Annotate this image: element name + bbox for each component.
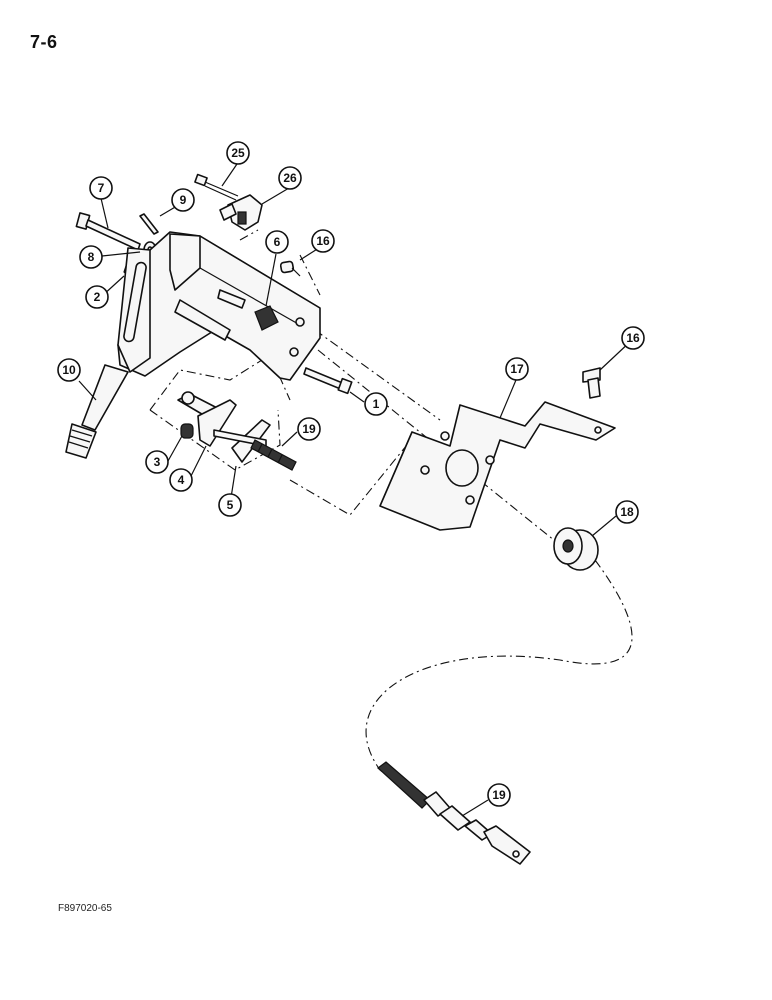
- callout-label: 10: [62, 363, 76, 377]
- callout-10: 10: [57, 358, 81, 382]
- bolt-1: [303, 367, 353, 395]
- callout-9: 9: [171, 188, 195, 212]
- callout-label: 18: [620, 505, 634, 519]
- figure-code: F897020-65: [58, 903, 112, 914]
- callout-label: 7: [98, 181, 105, 195]
- callout-label: 16: [316, 234, 330, 248]
- callout-16-right: 16: [621, 326, 645, 350]
- callout-label: 16: [626, 331, 640, 345]
- callout-26: 26: [278, 166, 302, 190]
- callout-label: 19: [492, 788, 506, 802]
- callout-label: 9: [180, 193, 187, 207]
- grommet-18: [553, 527, 599, 571]
- callout-label: 2: [94, 290, 101, 304]
- callout-19-lower: 19: [487, 783, 511, 807]
- callout-25: 25: [226, 141, 250, 165]
- callout-6: 6: [265, 230, 289, 254]
- callout-label: 1: [373, 397, 380, 411]
- shift-lever-assembly: [65, 231, 321, 459]
- callouts: 25 26 7 9 6 16 8 2 10 1 16 17 19 3 4: [57, 141, 645, 807]
- callout-16: 16: [311, 229, 335, 253]
- callout-label: 26: [283, 171, 297, 185]
- callout-3: 3: [145, 450, 169, 474]
- callout-7: 7: [89, 176, 113, 200]
- cable-19-lower: [377, 761, 531, 865]
- callout-label: 25: [231, 146, 245, 160]
- callout-label: 3: [154, 455, 161, 469]
- cable-19-upper: [250, 439, 297, 471]
- knurled-grip: [68, 429, 93, 449]
- callout-17: 17: [505, 357, 529, 381]
- linkage-assembly: [177, 391, 271, 463]
- spacer-6: [217, 289, 279, 331]
- page-number: 7-6: [30, 32, 58, 52]
- callout-4: 4: [169, 468, 193, 492]
- callout-19-upper: 19: [297, 417, 321, 441]
- callout-label: 4: [178, 473, 185, 487]
- callout-label: 6: [274, 235, 281, 249]
- bracket-17: [379, 401, 616, 531]
- pin-9: [139, 213, 159, 235]
- callout-label: 19: [302, 422, 316, 436]
- callout-2: 2: [85, 285, 109, 309]
- bolt-16-right: [582, 367, 601, 399]
- callout-label: 8: [88, 250, 95, 264]
- callout-8: 8: [79, 245, 103, 269]
- callout-label: 17: [510, 362, 524, 376]
- bolt-7: [75, 212, 141, 251]
- bolt-16-upper: [279, 260, 301, 277]
- callout-label: 5: [227, 498, 234, 512]
- callout-5: 5: [218, 493, 242, 517]
- bracket-26: [219, 194, 263, 231]
- callout-1: 1: [364, 392, 388, 416]
- callout-18: 18: [615, 500, 639, 524]
- bolt-25: [194, 173, 239, 201]
